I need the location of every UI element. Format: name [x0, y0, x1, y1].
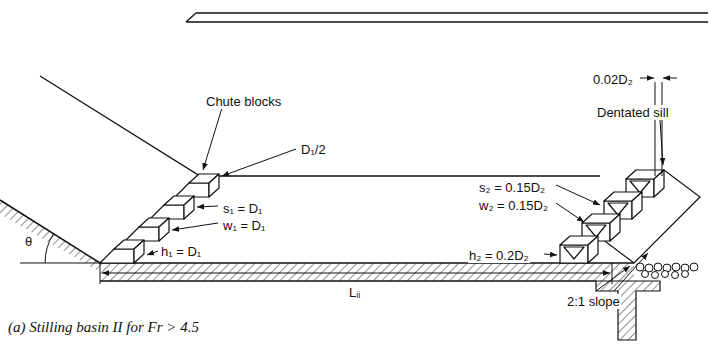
leader-line [614, 253, 648, 291]
cutoff-wall [596, 281, 660, 340]
label-anchor: D₁/2 [300, 140, 327, 158]
leader-line [556, 203, 584, 222]
leader-line [222, 149, 296, 176]
leader-line [544, 254, 557, 255]
ground-hatch [0, 200, 100, 272]
figure-caption: (a) Stilling basin II for Fr > 4.5 [8, 319, 199, 335]
label-anchor: Dentated sill [596, 103, 670, 121]
chute-surface [0, 200, 100, 263]
floor-lines [100, 263, 634, 281]
leader-line [203, 108, 222, 170]
dimension-arrow [663, 78, 677, 79]
label-anchor: h₁ = D₁ [160, 242, 202, 260]
dimension-label: w₂ = 0.15D₂ [478, 198, 549, 213]
label-anchor: θ [24, 232, 33, 250]
wall-top [186, 13, 708, 22]
dimension-label: D₁/2 [300, 142, 327, 157]
floor-slab [100, 263, 634, 281]
dimension-label: 0.02D₂ [592, 72, 634, 87]
angle-arc [45, 234, 54, 263]
dimension-label: Chute blocks [205, 94, 282, 109]
label-anchor: s₂ = 0.15D₂ [478, 178, 546, 196]
dimension-label: w₁ = D₁ [222, 218, 266, 233]
caption-anchor: (a) Stilling basin II for Fr > 4.5 [8, 318, 199, 336]
extension-lines [655, 82, 662, 176]
leader-line [172, 223, 218, 230]
dimension-label: Lᵢᵢ [348, 285, 361, 300]
length-dimension [102, 273, 610, 274]
dimension-label: s₁ = D₁ [222, 201, 263, 216]
leader-line [197, 206, 218, 207]
riprap [636, 263, 698, 279]
label-anchor: w₂ = 0.15D₂ [478, 196, 549, 214]
label-anchor: s₁ = D₁ [222, 199, 263, 217]
dimension-label: 2:1 slope [566, 294, 621, 309]
chute-blocks [100, 174, 219, 263]
label-anchor: Lᵢᵢ [348, 283, 361, 301]
leader-line [147, 251, 158, 255]
dimension-arrow [640, 78, 654, 79]
label-anchor: 2:1 slope [566, 292, 621, 310]
reference-line [20, 263, 100, 264]
dimension-label: θ [24, 234, 33, 249]
label-anchor: 0.02D₂ [592, 70, 634, 88]
chute-far-edge [40, 76, 600, 176]
dimension-label: Dentated sill [596, 105, 670, 120]
label-anchor: h₂ = 0.2D₂ [468, 246, 530, 264]
label-anchor: Chute blocks [205, 92, 282, 110]
dimension-label: h₂ = 0.2D₂ [468, 248, 530, 263]
label-anchor: w₁ = D₁ [222, 216, 266, 234]
dimension-label: s₂ = 0.15D₂ [478, 180, 546, 195]
extension-lines [100, 263, 612, 284]
dimension-label: h₁ = D₁ [160, 244, 202, 259]
leader-line [556, 185, 600, 205]
